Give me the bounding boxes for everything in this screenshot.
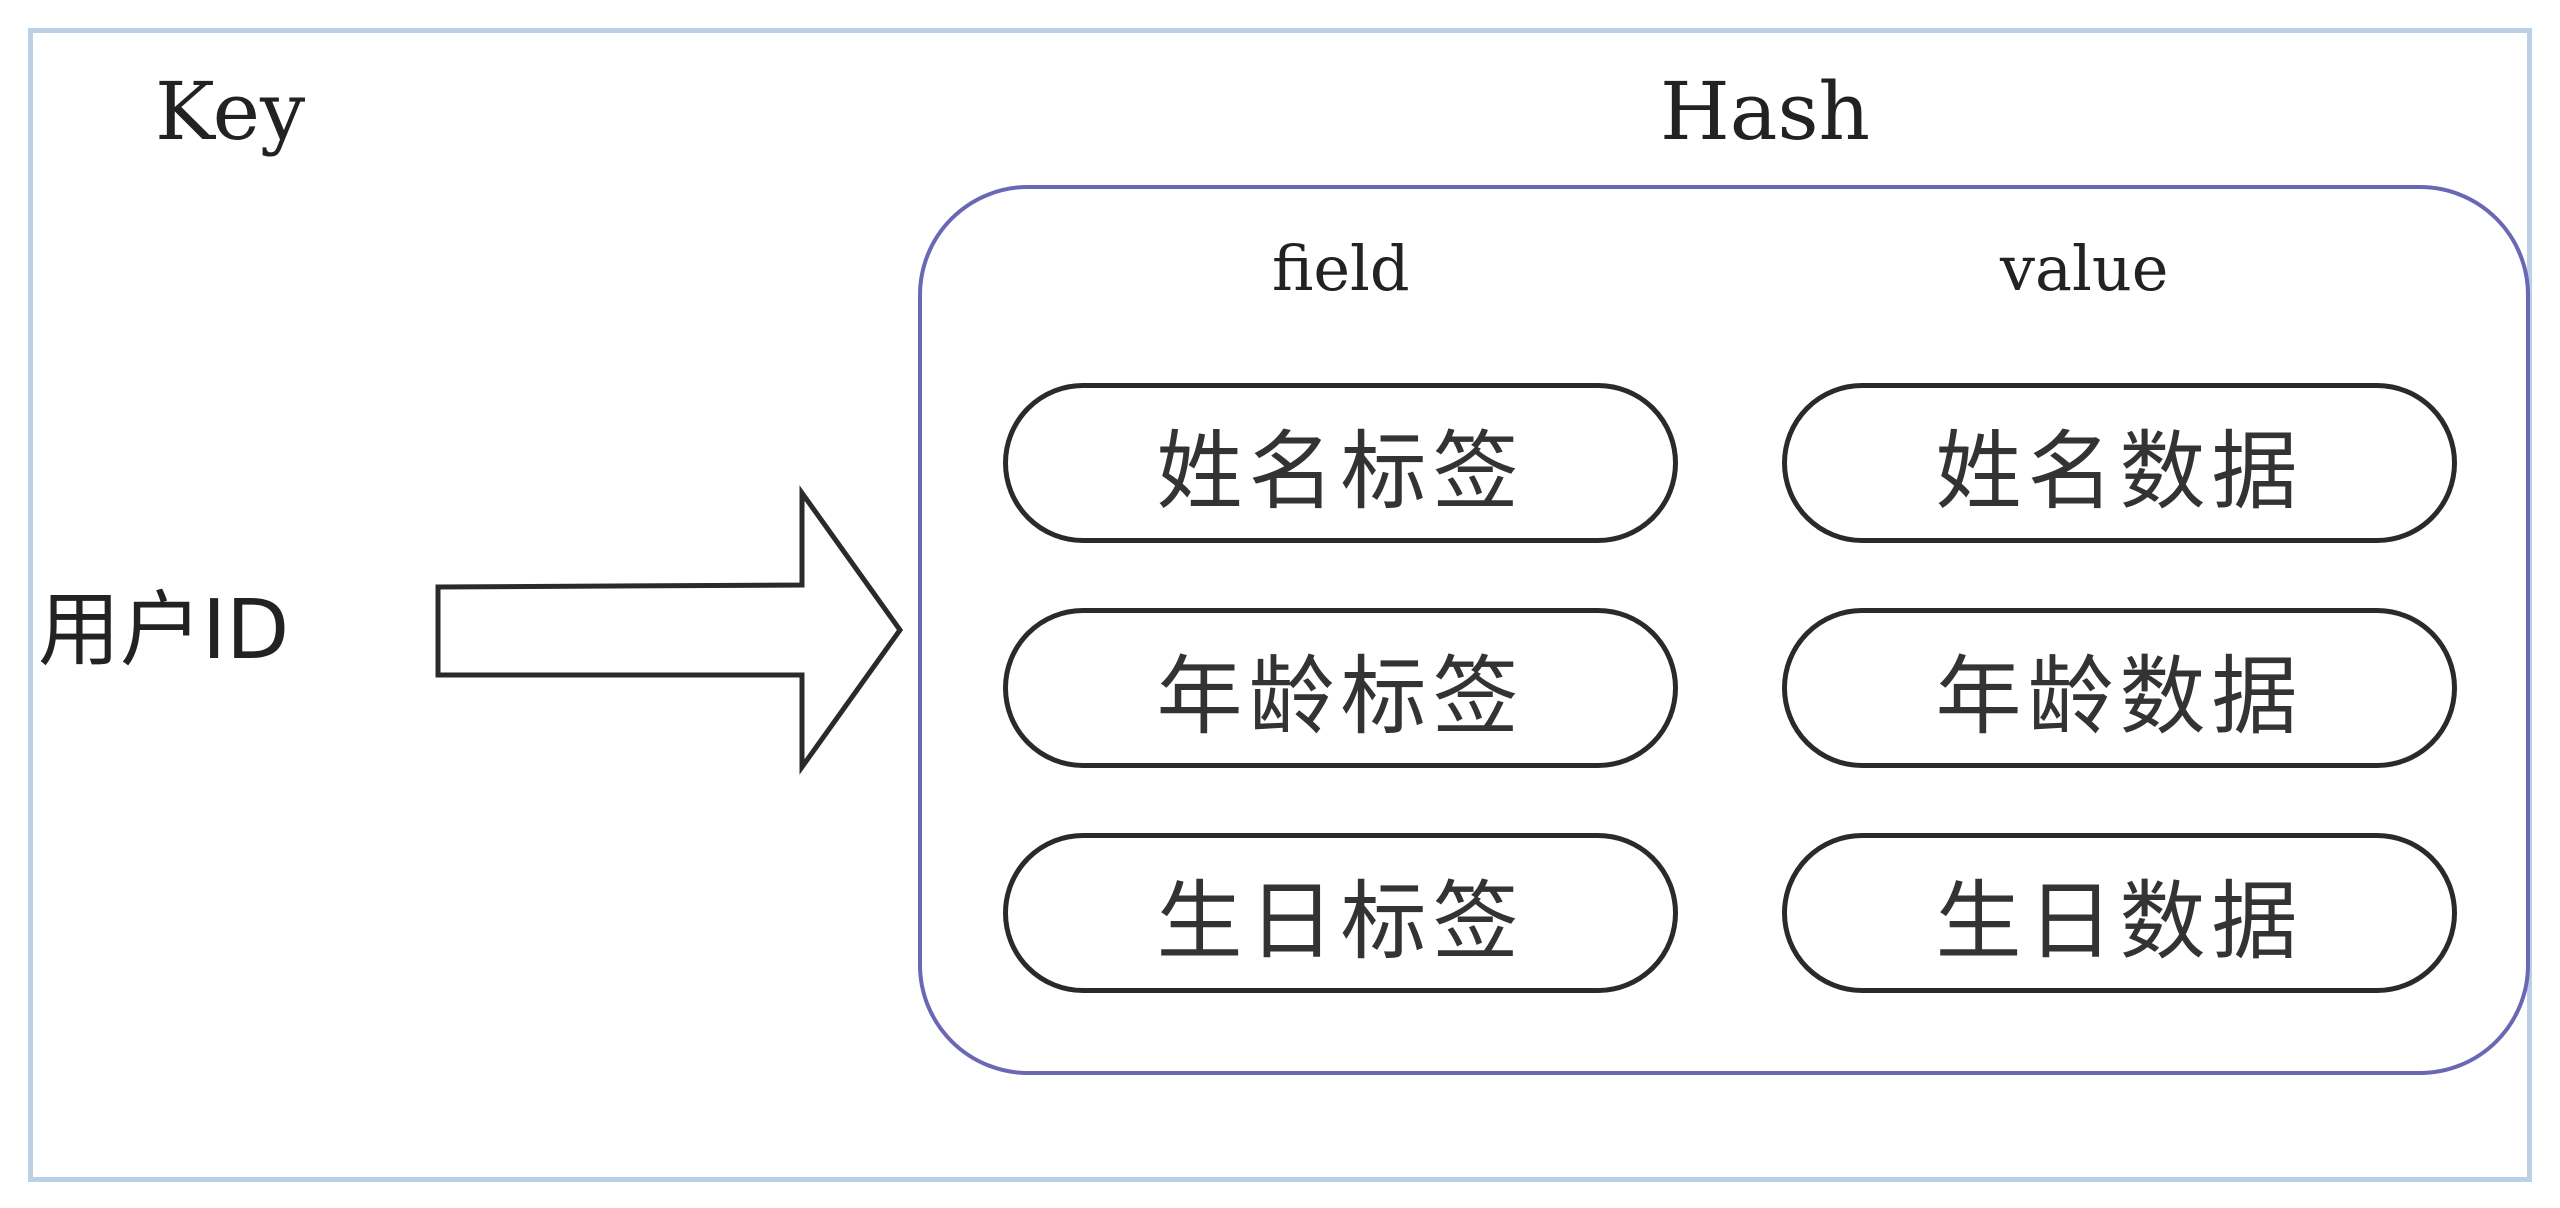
value-pill-birthday: 生日数据 [1782, 833, 2457, 993]
key-value-label: 用户ID [38, 583, 290, 678]
value-pill-age: 年龄数据 [1782, 608, 2457, 768]
field-column-header: field [1272, 232, 1410, 305]
field-pill-birthday: 生日标签 [1003, 833, 1678, 993]
field-pill-age: 年龄标签 [1003, 608, 1678, 768]
value-pill-name: 姓名数据 [1782, 383, 2457, 543]
key-title: Key [155, 65, 306, 158]
right-arrow-icon [435, 485, 904, 775]
field-pill-name: 姓名标签 [1003, 383, 1678, 543]
value-column-header: value [2000, 232, 2169, 305]
hash-title: Hash [1660, 65, 1871, 158]
